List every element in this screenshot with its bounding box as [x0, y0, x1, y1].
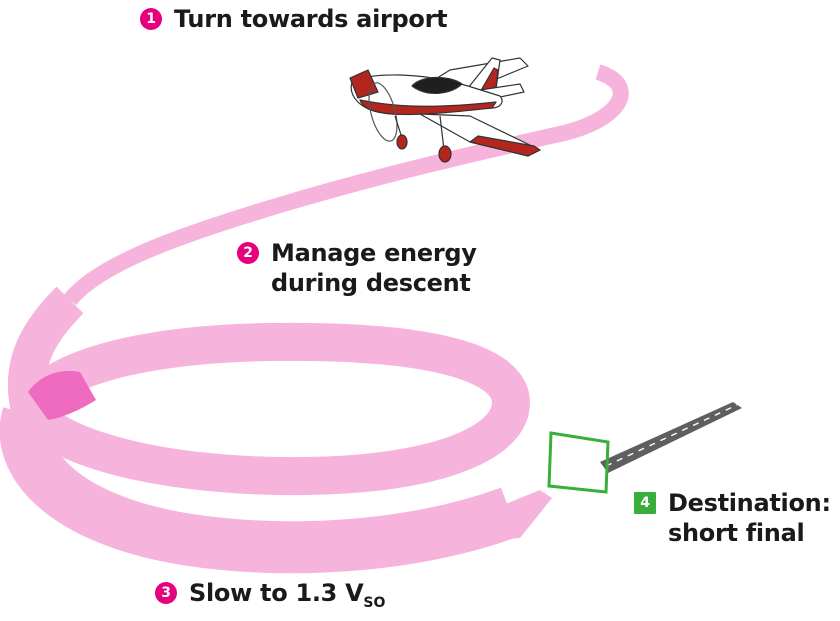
step-3-main-text: Slow to 1.3 V	[189, 579, 364, 607]
flight-path-arrowhead	[486, 490, 552, 540]
flight-path-top-segment	[63, 64, 629, 306]
step-1-label: 1 Turn towards airport	[140, 4, 448, 34]
flight-path-final-sweep	[0, 407, 519, 574]
runway-surface	[600, 402, 742, 473]
step-3-label: 3 Slow to 1.3 VSO	[155, 578, 385, 618]
flight-path-loop-back	[7, 286, 530, 496]
step-3-text: Slow to 1.3 VSO	[189, 578, 385, 618]
runway-centerline	[605, 404, 738, 467]
short-final-gate	[547, 431, 610, 494]
step-1-badge: 1	[140, 8, 162, 30]
step-4-label: 4 Destination: short final	[634, 488, 831, 548]
step-3-subscript: SO	[363, 595, 386, 611]
step-4-text: Destination: short final	[668, 489, 831, 547]
runway	[600, 402, 742, 473]
step-2-badge: 2	[237, 242, 259, 264]
step-2-label: 2 Manage energy during descent	[237, 238, 477, 298]
step-2-text: Manage energy during descent	[271, 239, 477, 297]
airplane-icon	[349, 57, 541, 163]
flight-path	[0, 64, 629, 574]
step-1-text: Turn towards airport	[174, 5, 448, 33]
step-3-badge: 3	[155, 582, 177, 604]
path-overlap-zone	[28, 370, 96, 420]
step-4-badge: 4	[634, 492, 656, 514]
